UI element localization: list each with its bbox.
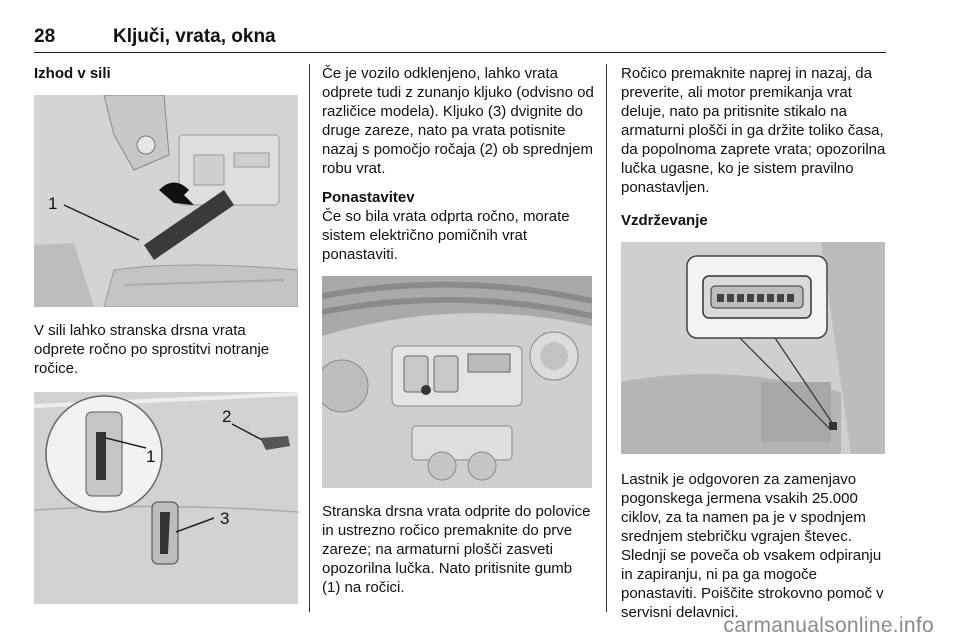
watermark: carmanualsonline.info: [723, 614, 934, 637]
column-divider: [606, 64, 607, 612]
column-3: Ročico premaknite naprej in nazaj, da pr…: [621, 64, 887, 622]
body-paragraph: Stranska drsna vrata odprite do polovice…: [322, 503, 591, 596]
figure-sliding-door-handles: 1 2 3: [34, 392, 298, 604]
body-paragraph: Če so bila vrata odprta ročno, morate si…: [322, 208, 570, 263]
figure-callout: 2: [222, 407, 231, 426]
body-paragraph: Ročico premaknite naprej in nazaj, da pr…: [621, 65, 886, 196]
page-header: 28 Ključi, vrata, okna: [34, 26, 886, 53]
figure-callout: 3: [220, 509, 229, 528]
figure-cycle-counter: [621, 242, 885, 454]
column-2: Če je vozilo odklenjeno, lahko vrata odp…: [322, 64, 594, 597]
body-paragraph: V sili lahko stranska drsna vrata odpret…: [34, 322, 270, 377]
figure-callout: 1: [146, 447, 155, 466]
figure-callout: 1: [48, 194, 57, 213]
page-title: Ključi, vrata, okna: [113, 26, 276, 47]
figure-emergency-release-handle: 1: [34, 95, 298, 307]
section-heading: Vzdrževanje: [621, 212, 708, 229]
body-paragraph: Lastnik je odgovoren za zamenjavo pogons…: [621, 471, 884, 621]
figure-dashboard-switch: [322, 276, 592, 488]
section-heading: Ponastavitev: [322, 189, 415, 206]
section-heading: Izhod v sili: [34, 65, 111, 82]
column-divider: [309, 64, 310, 612]
body-paragraph: Če je vozilo odklenjeno, lahko vrata odp…: [322, 65, 594, 177]
column-1: Izhod v sili 1 V sili lahko stranska drs…: [34, 64, 298, 604]
page-number: 28: [34, 26, 56, 47]
